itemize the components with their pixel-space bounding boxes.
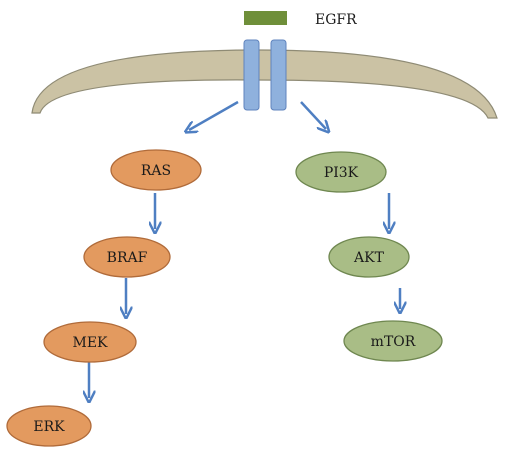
node-mtor xyxy=(343,320,443,362)
node-pi3k-label: PI3K xyxy=(324,165,359,181)
node-ras-label: RAS xyxy=(141,163,171,179)
node-akt-label: AKT xyxy=(353,250,385,266)
node-ras xyxy=(110,149,202,191)
receptor-bar-right xyxy=(270,39,287,111)
node-akt xyxy=(328,236,410,278)
cell-membrane xyxy=(31,49,498,119)
arrow-receptor-to-ras xyxy=(189,100,239,130)
node-mek xyxy=(43,321,137,363)
receptor-bar-left xyxy=(243,39,260,111)
node-mtor-label: mTOR xyxy=(371,334,416,350)
node-pi3k xyxy=(295,151,387,193)
node-erk xyxy=(6,405,92,447)
node-erk-label: ERK xyxy=(33,419,65,435)
legend-swatch xyxy=(244,11,287,25)
legend-label: EGFR xyxy=(315,12,357,28)
arrow-receptor-to-pi3k xyxy=(300,101,326,129)
node-braf-label: BRAF xyxy=(107,250,148,266)
node-mek-label: MEK xyxy=(72,335,108,351)
node-braf xyxy=(83,236,171,278)
